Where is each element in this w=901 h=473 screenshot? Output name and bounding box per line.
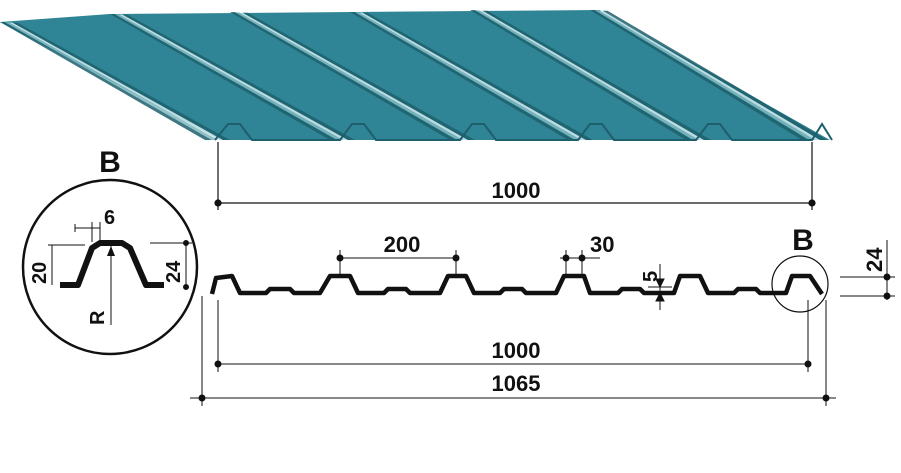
detail-profile: [60, 240, 164, 288]
sheet-rib-strip: [4, 22, 219, 141]
rib-top-label: 30: [590, 232, 614, 257]
sheet-rib-strip: [239, 12, 468, 140]
sheet-rib-strip: [114, 14, 344, 141]
sheet-illustration: [0, 10, 833, 141]
sheet-rib-strip: [234, 12, 463, 141]
detail-circle: [21, 178, 199, 356]
sheet-rib-strip: [350, 12, 575, 140]
detail-rib-dim: [74, 222, 101, 242]
sheet-rib-strip: [230, 12, 457, 140]
detail-label: B: [99, 146, 121, 179]
top-width-label: 1000: [492, 178, 541, 203]
sheet-rib-strip: [119, 14, 348, 140]
cover-width-dimension: [214, 300, 812, 372]
sheet-rib-strip: [354, 12, 581, 141]
sheet-base: [0, 10, 830, 140]
pitch-dimension: [336, 250, 460, 276]
sheet-rib-strip: [470, 10, 693, 140]
sheet-front-edge: [214, 122, 833, 141]
sheet-rib-strip: [590, 10, 809, 140]
detail-radius-arrow: [107, 246, 115, 256]
sheet-rib-strip: [602, 10, 827, 140]
detail-height-inner-dim: [48, 244, 85, 285]
top-dim-dot-right: [808, 199, 816, 207]
sheet-rib-strip: [362, 12, 593, 140]
top-dim-dot-left: [214, 199, 222, 207]
height-dimension: [840, 240, 895, 300]
detail-height-outer-label: 24: [163, 260, 185, 283]
sheet-rib-strip: [474, 10, 699, 141]
pitch-label: 200: [384, 232, 421, 257]
total-width-dimension: [190, 296, 836, 406]
detail-b: B 6 20 24 R: [21, 146, 199, 356]
sheet-rib-strip: [599, 10, 820, 140]
sheet-rib-strip: [242, 12, 475, 140]
sheet-rib-strip: [359, 12, 586, 140]
sheet-rib-strip: [122, 14, 355, 140]
stiffener-label: 5: [640, 271, 662, 282]
total-width-label: 1065: [492, 371, 541, 396]
height-label: 24: [862, 247, 887, 272]
callout-label: B: [792, 224, 814, 257]
detail-height-inner-label: 20: [29, 262, 51, 284]
sheet-rib-strip: [479, 10, 704, 140]
cross-section-profile: [209, 273, 824, 296]
rib-top-dimension: [560, 250, 600, 276]
detail-height-outer-dim: [150, 240, 192, 290]
top-dimension: [214, 142, 816, 210]
sheet-rib-strip: [9, 22, 223, 140]
sheet-rib-strip: [482, 10, 711, 140]
detail-radius-label: R: [87, 310, 109, 325]
sheet-rib-strip: [0, 22, 212, 140]
sheet-rib-strip: [12, 22, 230, 140]
detail-rib-label: 6: [104, 207, 115, 229]
stiffener-dimension: [648, 264, 672, 310]
cover-width-label: 1000: [492, 338, 541, 363]
callout-circle: [771, 255, 829, 313]
sheet-rib-strip: [110, 14, 337, 140]
sheet-rib-strip: [594, 10, 815, 141]
